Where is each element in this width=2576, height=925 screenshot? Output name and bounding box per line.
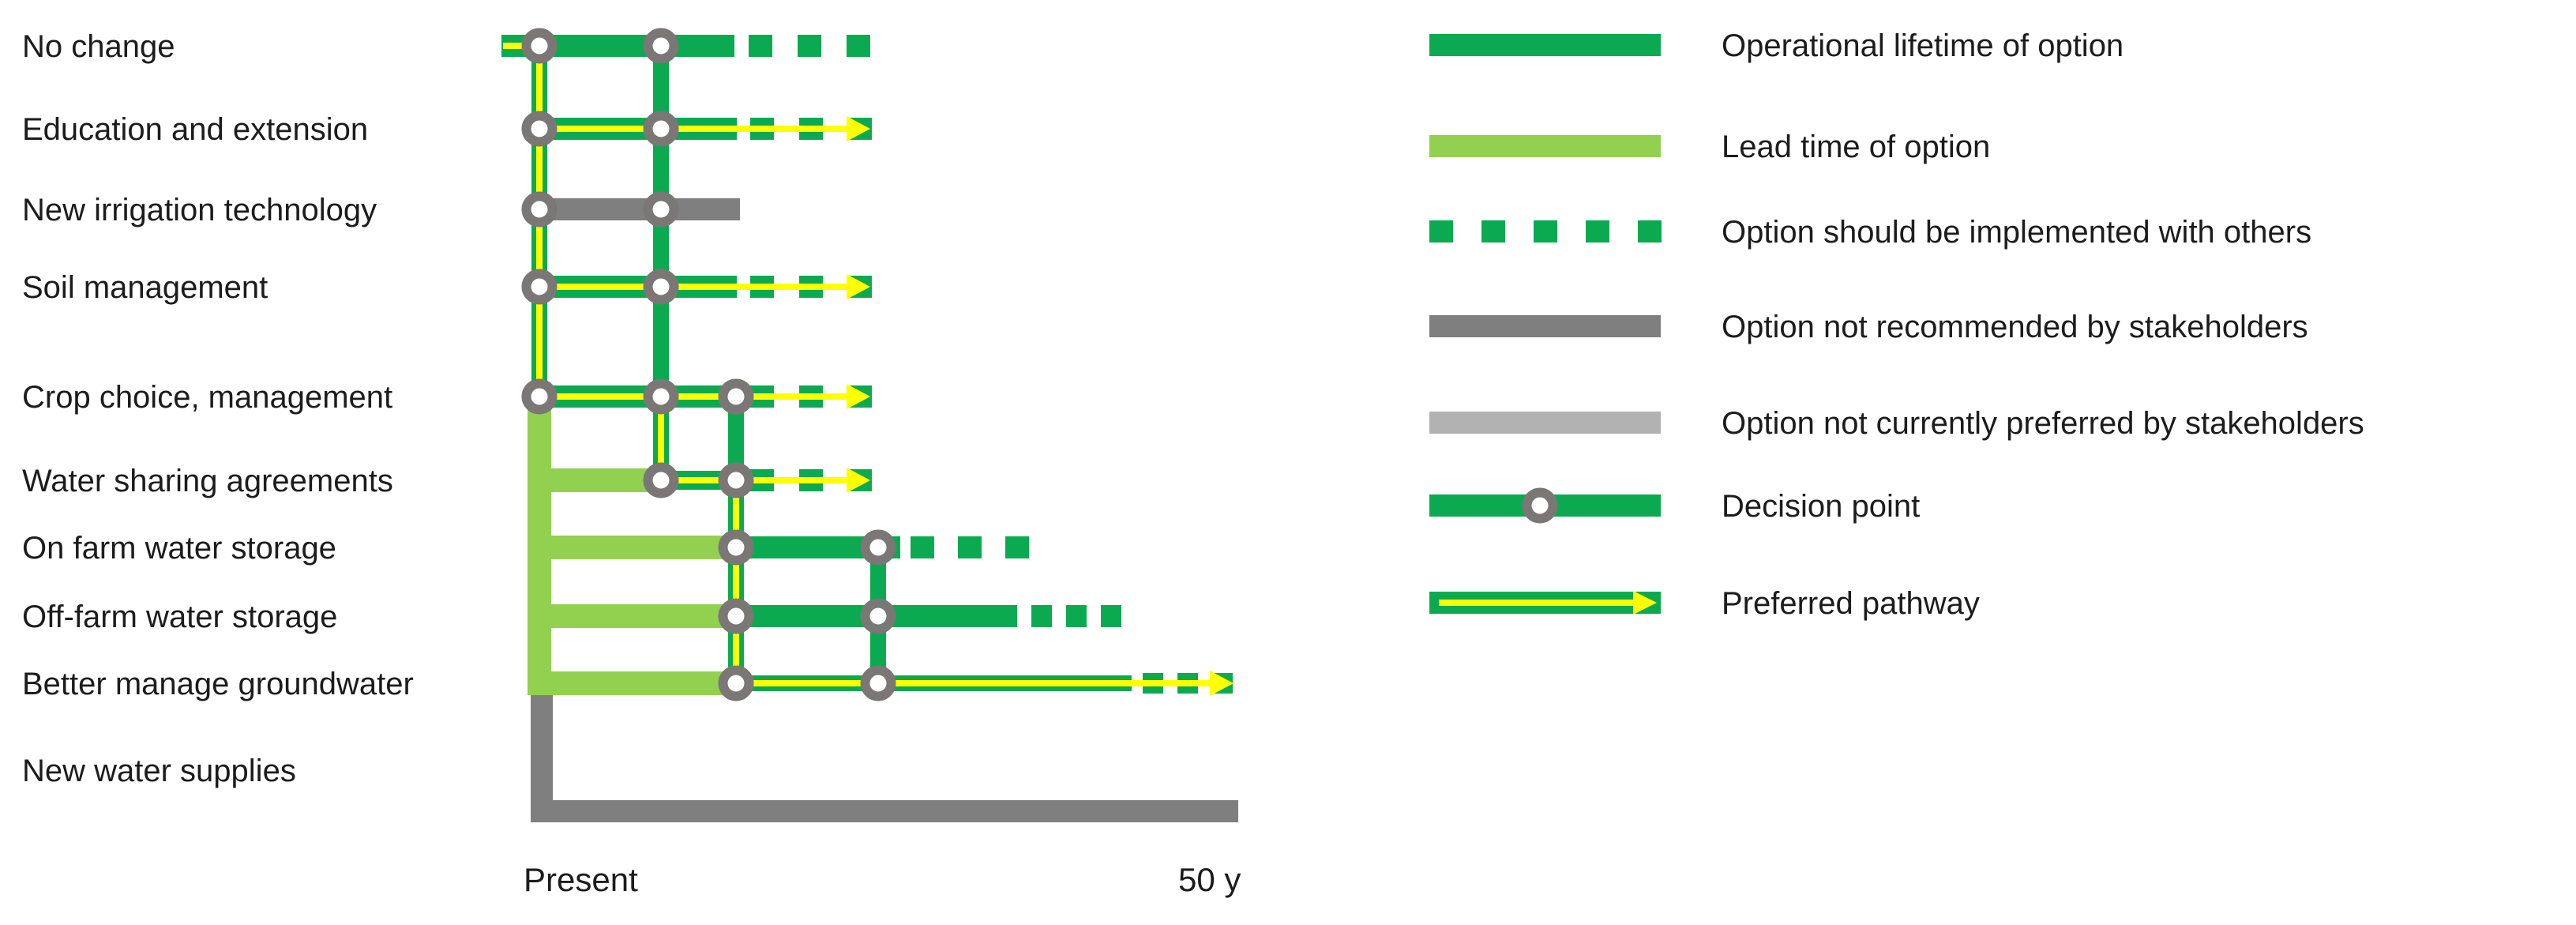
pathway-dash <box>1005 536 1029 558</box>
row-label: New irrigation technology <box>22 193 377 227</box>
pathway-dash <box>749 35 772 57</box>
decision-point-icon <box>521 378 558 415</box>
legend-swatch-dash <box>1586 220 1609 243</box>
pathway-dash <box>911 536 934 558</box>
preferred-path-arrow-icon <box>847 468 870 493</box>
row-label: On farm water storage <box>22 531 336 566</box>
legend-swatch-dash <box>1429 220 1453 243</box>
not-recommended-bar-new-water-supplies <box>531 800 1238 822</box>
legend-preferred-arrow-icon <box>1633 591 1657 615</box>
legend-label: Option not recommended by stakeholders <box>1722 310 2308 344</box>
legend-swatch-bar <box>1429 412 1661 434</box>
decision-point-icon <box>521 28 558 64</box>
decision-point-icon <box>860 665 896 701</box>
legend-swatch-dash <box>1534 220 1557 243</box>
legend-swatch-bar <box>1429 34 1661 56</box>
row-label: Off-farm water storage <box>22 600 337 634</box>
decision-point-icon <box>521 191 558 227</box>
legend-label: Decision point <box>1722 489 1920 524</box>
legend-label: Option not currently preferred by stakeh… <box>1722 406 2364 441</box>
row-label: Soil management <box>22 270 268 305</box>
legend-label: Operational lifetime of option <box>1722 28 2124 63</box>
decision-point-icon <box>643 462 679 498</box>
pathway-dash <box>798 35 821 57</box>
decision-point-icon <box>718 598 754 634</box>
not-recommended-vertical <box>531 689 553 822</box>
lead-time-bar-on-farm <box>528 536 736 559</box>
pathway-vertical <box>653 35 669 480</box>
decision-point-icon <box>521 111 558 147</box>
row-label: New water supplies <box>22 754 296 788</box>
decision-point-icon <box>718 665 754 701</box>
lead-time-bar-water-sharing <box>528 468 661 492</box>
preferred-path-arrow-icon <box>847 384 870 409</box>
axis-label-50y: 50 y <box>1178 861 1241 898</box>
axis-label-present: Present <box>524 861 638 898</box>
decision-point-icon <box>643 378 679 415</box>
legend-swatch-bar <box>1429 315 1661 337</box>
lead-time-bar-groundwater <box>528 671 736 695</box>
pathway-dash <box>1031 605 1052 627</box>
legend-swatch-dash <box>1638 220 1662 243</box>
row-label: Education and extension <box>22 112 368 147</box>
decision-point-icon <box>643 191 679 227</box>
not-recommended-bar-new-irrigation <box>539 198 740 220</box>
legend-swatch-bar <box>1429 135 1661 157</box>
pathway-dash <box>847 35 870 57</box>
decision-point-icon <box>643 269 679 305</box>
decision-point-icon <box>718 529 754 566</box>
decision-point-icon <box>718 378 754 415</box>
preferred-path-arrow-icon <box>847 274 870 299</box>
decision-point-icon <box>521 269 558 305</box>
decision-point-icon <box>718 462 754 498</box>
preferred-path-arrow-icon <box>847 116 870 141</box>
legend-label: Option should be implemented with others <box>1722 215 2311 250</box>
decision-point-icon <box>643 28 679 64</box>
legend-decision-point-icon <box>1522 487 1558 524</box>
decision-point-icon <box>643 111 679 147</box>
pathway-dash <box>1101 605 1121 627</box>
row-label: Water sharing agreements <box>22 464 393 498</box>
legend-label: Preferred pathway <box>1722 586 1980 621</box>
row-label: Crop choice, management <box>22 380 392 415</box>
decision-point-icon <box>860 598 896 634</box>
decision-point-icon <box>860 529 896 566</box>
legend-label: Lead time of option <box>1722 130 1990 164</box>
preferred-path-arrow-icon <box>1210 671 1234 696</box>
row-label: No change <box>22 29 175 64</box>
pathway-dash <box>1066 605 1087 627</box>
pathway-dash <box>958 536 982 558</box>
lead-time-bar-off-farm <box>528 604 736 628</box>
row-label: Better manage groundwater <box>22 667 414 701</box>
legend-swatch-dash <box>1481 220 1505 243</box>
